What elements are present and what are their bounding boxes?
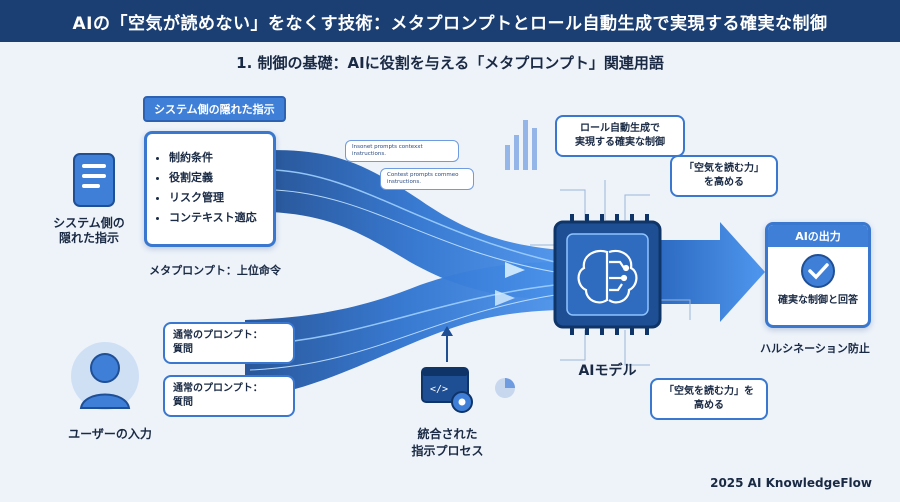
bar-chart-icon xyxy=(505,120,537,170)
integrated-process-label: 統合された 指示プロセス xyxy=(411,427,484,458)
ai-model-label: AIモデル xyxy=(578,363,637,379)
lower-stream xyxy=(245,262,560,398)
system-item: 制約条件 xyxy=(169,148,263,168)
output-text: 確実な制御と回答 xyxy=(778,295,858,306)
hallucination-prevention-label: ハルシネーション防止 xyxy=(760,342,870,355)
system-item: リスク管理 xyxy=(169,188,263,208)
user-prompt-bubble: 通常のプロンプト： 質問 xyxy=(163,322,295,364)
svg-text:</>: </> xyxy=(430,384,448,395)
brain-icon xyxy=(577,249,638,304)
document-icon xyxy=(73,153,115,207)
system-item: コンテキスト適応 xyxy=(169,208,263,228)
flow-text-bubble: Insonet prompts contexxt instructions. xyxy=(345,140,459,162)
flow-text-bubble: Contest prompts commeo instructions. xyxy=(380,168,474,190)
system-instructions-card: 制約条件 役割定義 リスク管理 コンテキスト適応 xyxy=(144,131,276,247)
user-prompt-bubble: 通常のプロンプト： 質問 xyxy=(163,375,295,417)
output-arrow xyxy=(650,222,765,322)
read-air-bubble: 「空気を読む力」を 高める xyxy=(650,378,768,420)
user-icon xyxy=(71,342,139,410)
role-generation-bubble: ロール自動生成で 実現する確実な制御 xyxy=(555,115,685,157)
footer-credit: 2025 AI KnowledgeFlow xyxy=(710,476,872,490)
user-label: ユーザーの入力 xyxy=(68,427,152,441)
system-item: 役割定義 xyxy=(169,168,263,188)
section-subtitle: 1. 制御の基礎：AIに役割を与える「メタプロンプト」関連用語 xyxy=(236,54,664,72)
meta-prompt-label: メタプロンプト：上位命令 xyxy=(149,264,281,277)
output-card: AIの出力 確実な制御と回答 xyxy=(765,222,871,328)
read-air-bubble: 「空気を読む力」 を高める xyxy=(670,155,778,197)
page-title: AIの「空気が読めない」をなくす技術：メタプロンプトとロール自動生成で実現する確… xyxy=(0,0,900,42)
output-header: AIの出力 xyxy=(768,225,868,247)
code-window-icon: </> xyxy=(421,367,473,413)
check-icon xyxy=(801,254,835,288)
system-icon-label: システム側の 隠れた指示 xyxy=(53,216,125,245)
system-tag: システム側の隠れた指示 xyxy=(143,96,286,122)
upper-stream xyxy=(270,150,560,300)
